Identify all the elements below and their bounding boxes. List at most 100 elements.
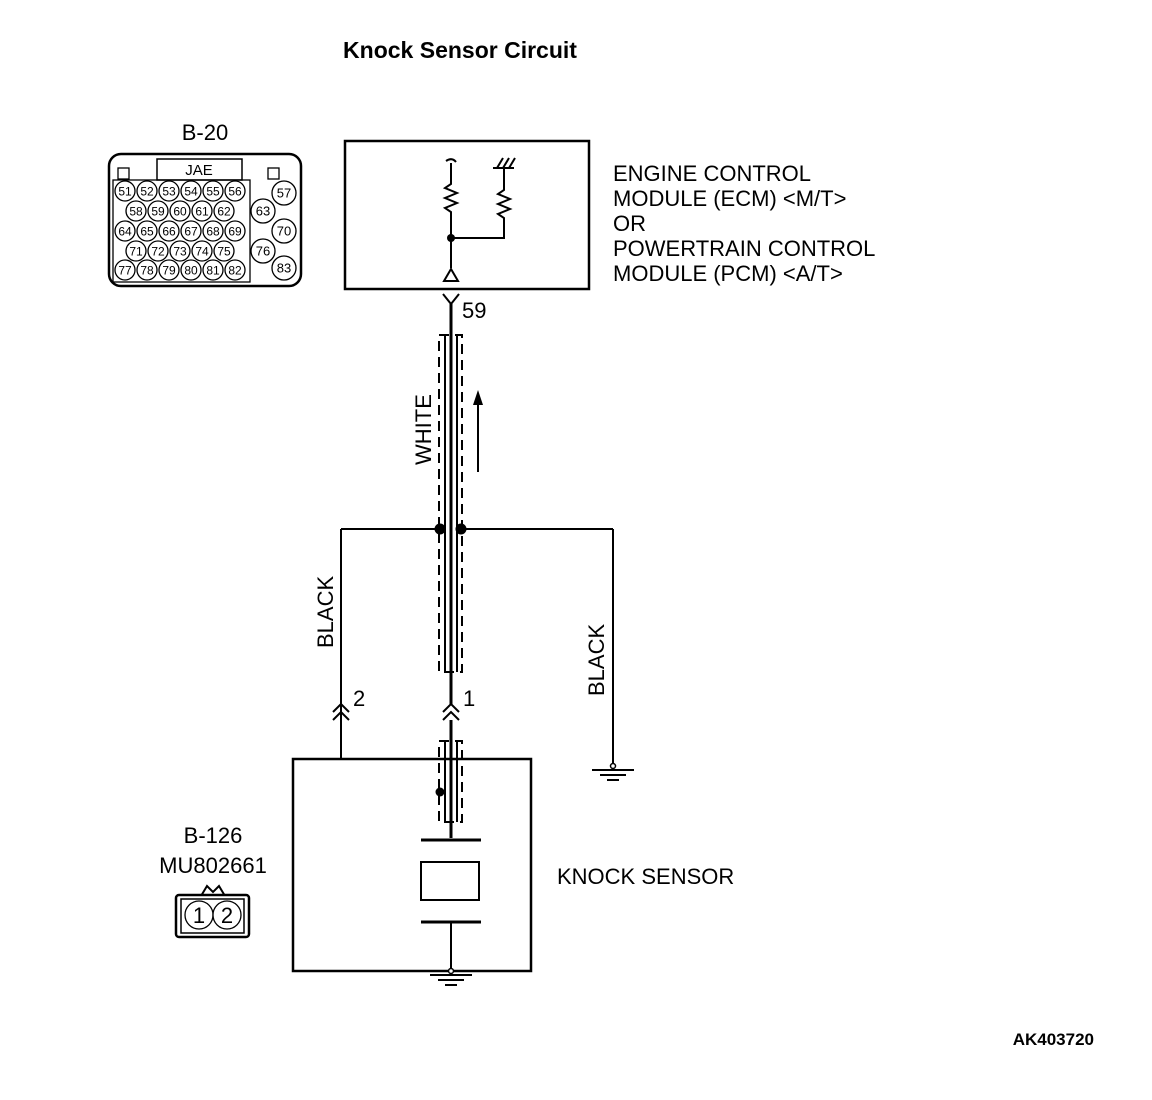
connector-b20-pin-label: 53	[162, 184, 176, 198]
connector-b20-pin-label: 65	[140, 224, 154, 238]
connector-b20-pin-label: 70	[277, 224, 291, 239]
ecm-label-line-4: POWERTRAIN CONTROL	[613, 236, 875, 261]
connector-b20-pin-label: 60	[173, 204, 187, 218]
figure-code: AK403720	[1013, 1030, 1094, 1049]
input-triangle	[442, 267, 460, 282]
connector-b20-pin-block	[112, 179, 251, 283]
connector-b20-pin-label: 58	[129, 204, 143, 218]
connector-b20-pin	[136, 259, 158, 281]
ground-wire-left-color: BLACK	[313, 576, 338, 648]
sensor-case-ground	[430, 967, 472, 986]
connector-b20-pin-label: 52	[140, 184, 154, 198]
sensor-terminal-2-symbol	[332, 702, 350, 721]
connector-b20-pin-label: 76	[256, 244, 270, 259]
connector-b20-pin	[191, 200, 213, 222]
connector-b20-pin	[125, 200, 147, 222]
knock-sensor-label: KNOCK SENSOR	[557, 864, 734, 889]
connector-b20-pin-label: 64	[118, 224, 132, 238]
connector-b20-pin	[271, 218, 297, 244]
connector-b20-pin	[224, 259, 246, 281]
connector-b20-pin	[158, 259, 180, 281]
sensor-terminal-1-symbol	[442, 702, 460, 721]
connector-b20-pin-label: 72	[151, 244, 165, 258]
connector-b20-pin	[202, 180, 224, 202]
connector-b20-pin	[180, 180, 202, 202]
sensor-ground-junction	[435, 787, 445, 797]
connector-b20-maker: JAE	[185, 162, 213, 179]
connector-b126-pin-1-label: 1	[193, 903, 205, 928]
connector-b20-pin-label: 59	[151, 204, 165, 218]
connector-b126-pin-2-label: 2	[221, 903, 233, 928]
connector-b126-id: B-126	[184, 823, 243, 848]
knock-sensor-box	[291, 757, 533, 973]
connector-b20-pin-label: 73	[173, 244, 187, 258]
connector-b20-pin	[250, 198, 276, 224]
connector-b20-pin	[191, 240, 213, 262]
connector-b126-latch	[200, 884, 226, 897]
connector-b20-pin	[224, 220, 246, 242]
connector-b20-pin-label: 68	[206, 224, 220, 238]
connector-b20-pin	[213, 200, 235, 222]
connector-b20-pin	[202, 259, 224, 281]
connector-b20-pin-label: 81	[206, 263, 220, 277]
connector-b20-pin-label: 69	[228, 224, 242, 238]
connector-b20-pin	[158, 180, 180, 202]
ecm-label-line-2: MODULE (ECM) <M/T>	[613, 186, 846, 211]
connector-b20-pin	[202, 220, 224, 242]
sensor-terminal-1: 1	[463, 686, 475, 711]
body-ground-right	[592, 762, 634, 781]
connector-b20-pin	[114, 220, 136, 242]
ecm-label-line-5: MODULE (PCM) <A/T>	[613, 261, 843, 286]
connector-b20-pin-label: 79	[162, 263, 176, 277]
ecm-box	[343, 139, 591, 291]
connector-b20-pin	[169, 240, 191, 262]
ground-wire-left	[340, 529, 440, 793]
diagram-title: Knock Sensor Circuit	[343, 37, 577, 63]
connector-b126-pin-2	[212, 900, 242, 930]
connector-b20-pin-label: 77	[118, 263, 132, 277]
connector-b20-pin-label: 80	[184, 263, 198, 277]
sensor-terminal-2: 2	[353, 686, 365, 711]
connector-b20-pin-label: 56	[228, 184, 242, 198]
connector-b20-id: B-20	[182, 120, 228, 145]
ecm-label-line-1: ENGINE CONTROL	[613, 161, 811, 186]
connector-b20-pin	[147, 240, 169, 262]
connector-b20-pin-label: 51	[118, 184, 132, 198]
ecm-label-line-3: OR	[613, 211, 646, 236]
connector-b20-pin-label: 61	[195, 204, 209, 218]
ground-wire-right-color: BLACK	[584, 624, 609, 696]
connector-b20-pin	[180, 220, 202, 242]
connector-b20-pin	[224, 180, 246, 202]
shield-outline	[438, 334, 463, 673]
piezo-element	[420, 861, 480, 901]
connector-b20-pin-label: 55	[206, 184, 220, 198]
connector-b20-pin-label: 63	[256, 204, 270, 219]
chassis-ground-symbol	[493, 157, 516, 186]
connector-b20-pin	[114, 180, 136, 202]
resistor-1	[442, 178, 460, 238]
connector-b20-pin-label: 62	[217, 204, 231, 218]
sensor-shield-outline	[438, 740, 463, 823]
knock-sensor	[291, 720, 533, 973]
ecm-label: ENGINE CONTROL MODULE (ECM) <M/T> OR POW…	[613, 161, 875, 286]
connector-b20-pin-label: 75	[217, 244, 231, 258]
connector-b20-pin	[250, 238, 276, 264]
resistor-2	[451, 186, 513, 239]
connector-b20-pin-label: 67	[184, 224, 198, 238]
connector-b20-pin	[125, 240, 147, 262]
supply-symbol	[445, 158, 457, 178]
connector-b126-part: MU802661	[159, 853, 267, 878]
ecm-terminal-59: 59	[462, 298, 486, 323]
connector-b20-pin	[136, 220, 158, 242]
connector-b126: B-126 MU802661 1 2	[159, 823, 267, 939]
connector-b20-pin-label: 54	[184, 184, 198, 198]
connector-b20-pin	[271, 255, 297, 281]
connector-b20-pin	[180, 259, 202, 281]
connector-b20-pin-label: 57	[277, 186, 291, 201]
connector-b20-pin	[169, 200, 191, 222]
ecm-module	[343, 139, 591, 291]
connector-b20-latch-right	[267, 167, 280, 180]
